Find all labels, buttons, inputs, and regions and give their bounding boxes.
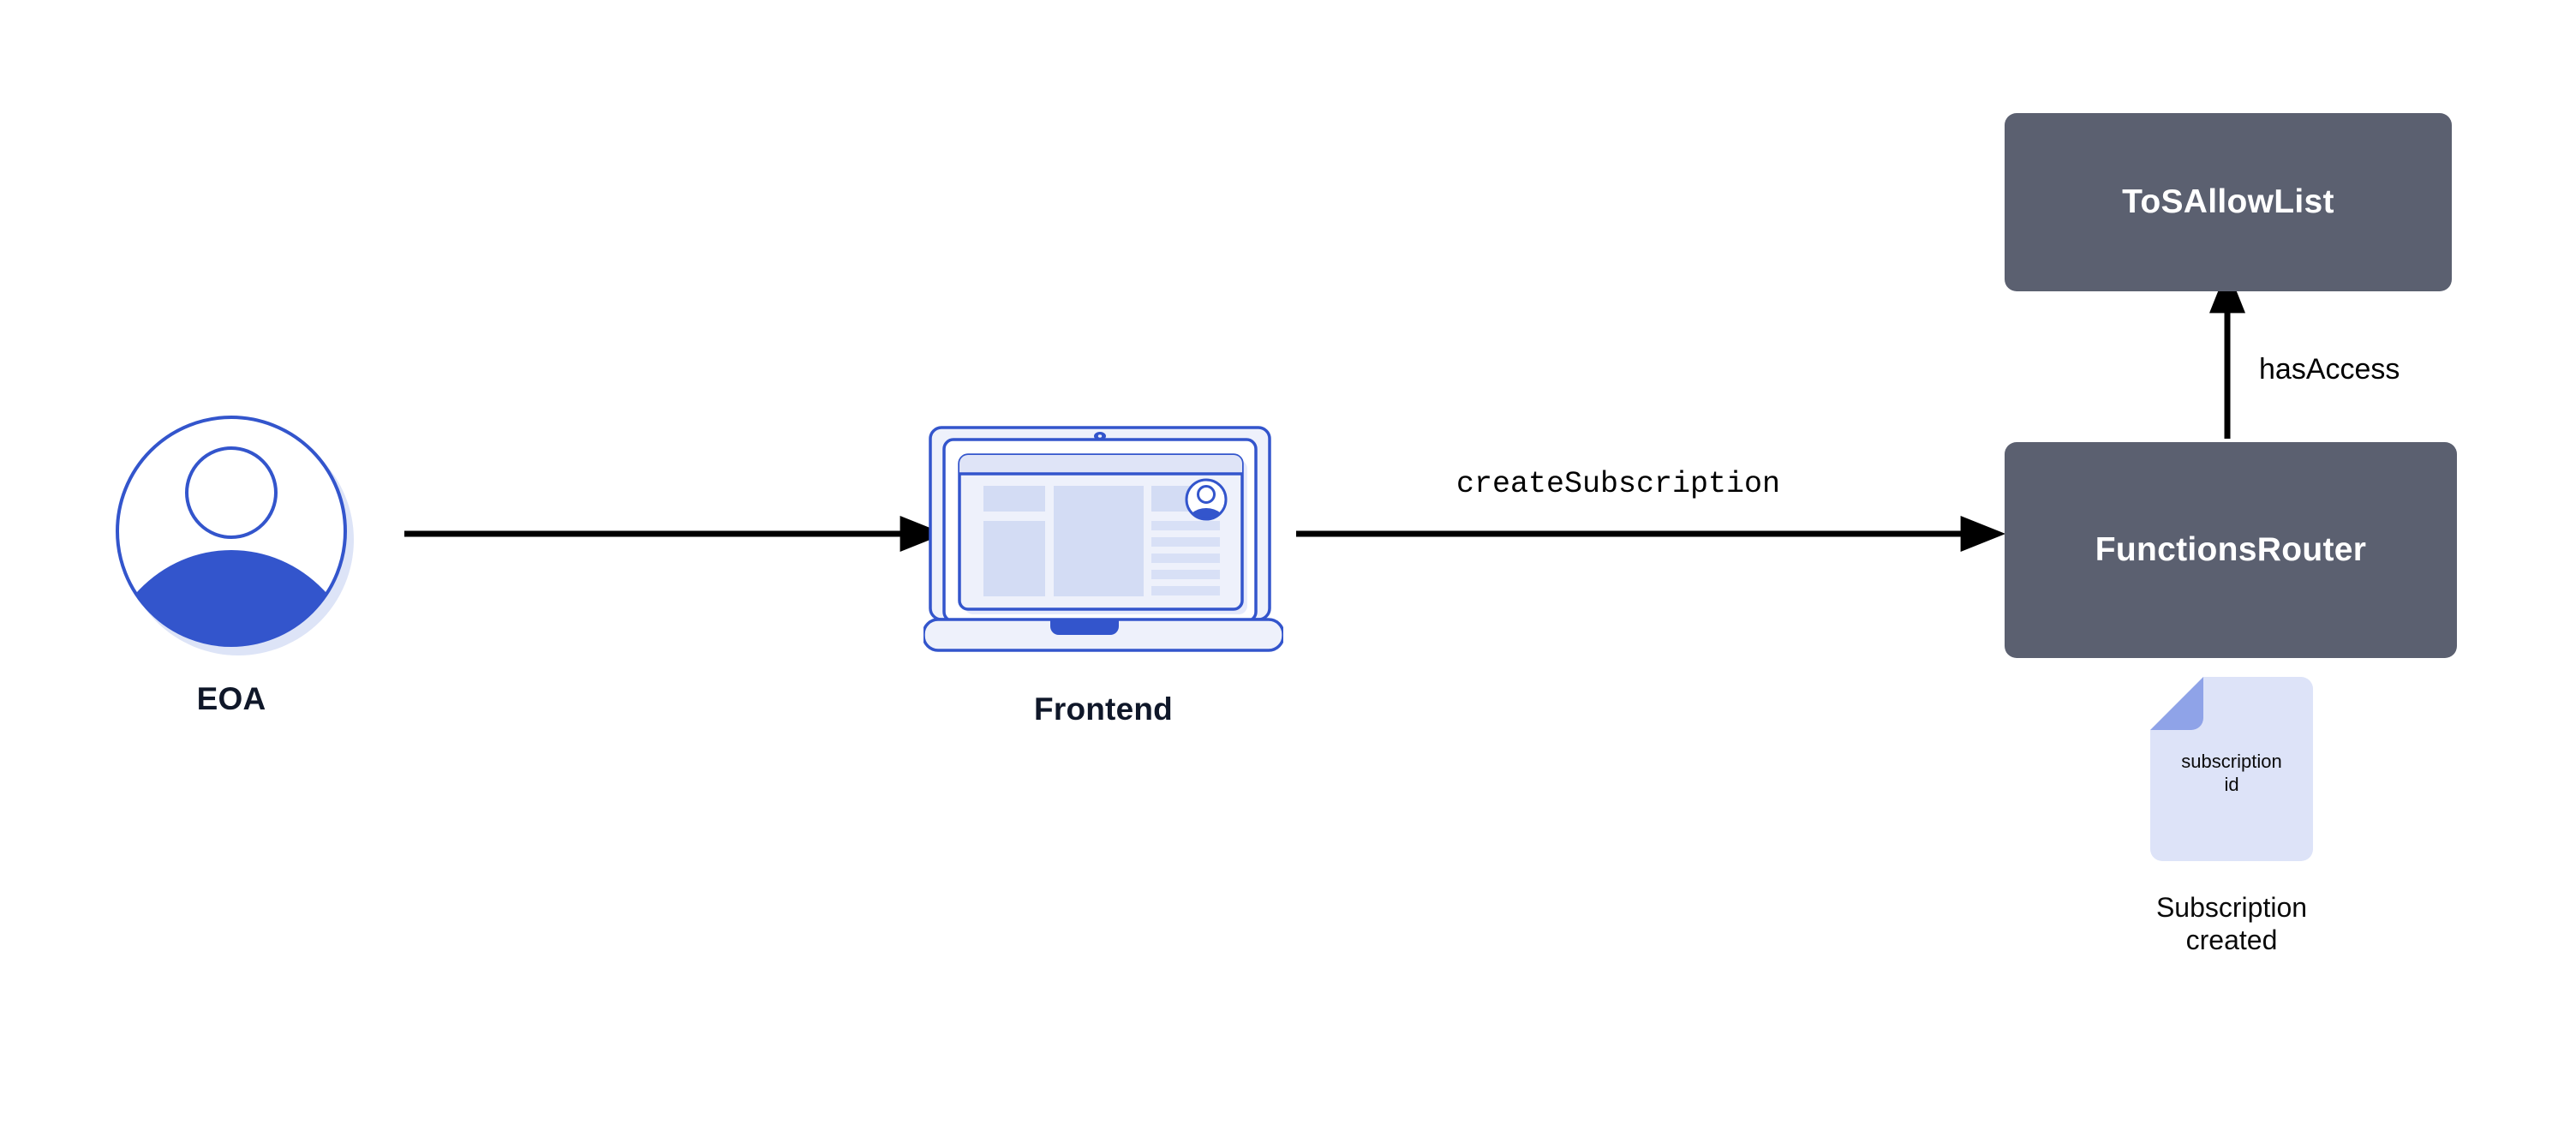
actor-frontend-label: Frontend: [1034, 691, 1173, 727]
user-avatar-icon: [116, 416, 354, 655]
screen-avatar-icon: [1185, 478, 1228, 521]
actor-frontend[interactable]: Frontend: [923, 424, 1283, 767]
node-functions-router[interactable]: FunctionsRouter: [2005, 442, 2457, 658]
artifact-subscription-document[interactable]: subscription id Subscription created: [2150, 677, 2407, 968]
node-functions-router-label: FunctionsRouter: [2095, 531, 2367, 568]
document-inner-text-line2: id: [2224, 774, 2239, 795]
laptop-icon: [923, 426, 1283, 652]
edge-label-has-access: hasAccess: [2259, 353, 2400, 386]
document-caption-line2: created: [2185, 925, 2278, 955]
node-tos-allowlist-label: ToSAllowList: [2122, 183, 2334, 220]
document-inner-text: subscription id: [2157, 750, 2306, 796]
node-tos-allowlist[interactable]: ToSAllowList: [2005, 113, 2452, 291]
document-caption-line1: Subscription: [2155, 892, 2308, 923]
actor-eoa[interactable]: EOA: [103, 403, 386, 763]
document-inner-text-line1: subscription: [2181, 751, 2282, 772]
edge-label-create-subscription: createSubscription: [1456, 467, 1781, 501]
document-icon: [2150, 677, 2313, 861]
document-caption: Subscription created: [2086, 891, 2377, 956]
actor-eoa-label: EOA: [196, 681, 266, 716]
